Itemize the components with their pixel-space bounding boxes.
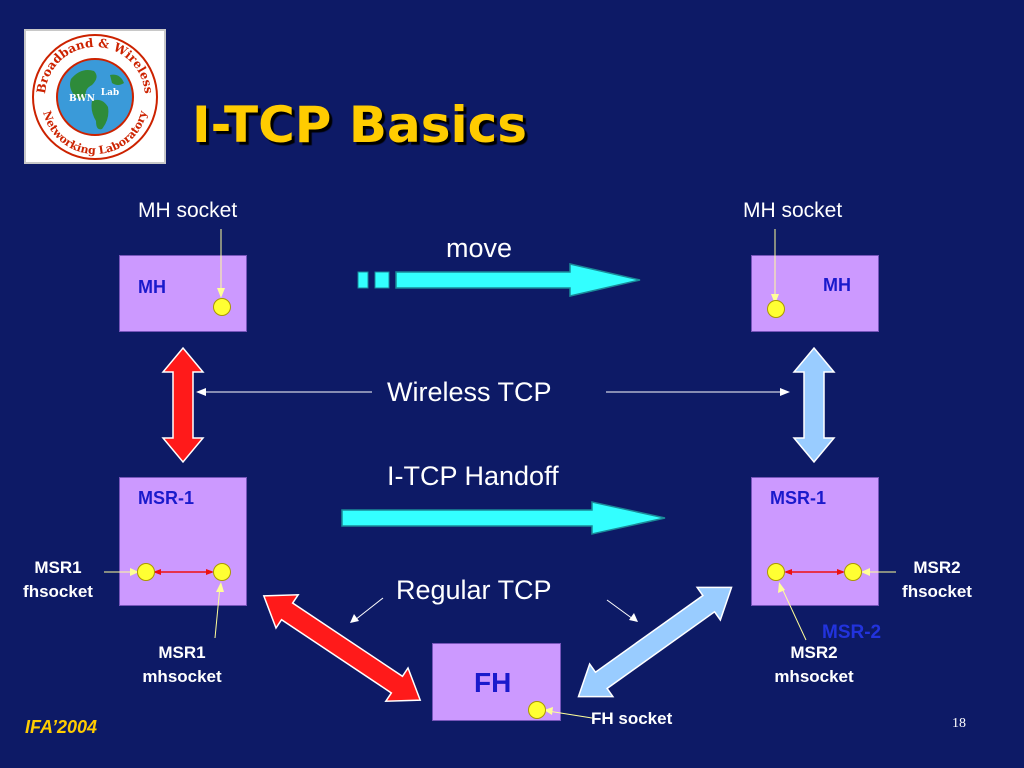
mh-box-left-label: MH <box>138 277 166 297</box>
wireless-tcp-left-arrowhead <box>196 388 206 396</box>
mh-box-right <box>751 255 879 332</box>
mh-box-right-label: MH <box>823 275 851 295</box>
fh-socket-pointer <box>547 710 593 719</box>
msr-box-right <box>751 477 879 606</box>
regular-tcp-left-arrowhead <box>350 614 359 623</box>
msr2-fhsocket-line1: MSR2 <box>913 558 961 577</box>
itcp-handoff-label: I-TCP Handoff <box>387 461 559 491</box>
regular-tcp-label: Regular TCP <box>396 575 552 605</box>
msr-box-right-label: MSR-1 <box>770 488 827 508</box>
fh-box-label: FH <box>474 667 512 698</box>
blue-vertical-arrow <box>792 346 836 464</box>
handoff-arrow <box>341 501 666 535</box>
move-dash-2 <box>374 271 390 289</box>
msr1-fhsocket-arrowhead <box>130 568 139 576</box>
fh-box <box>432 643 561 721</box>
footer-conference: IFA’2004 <box>25 717 98 737</box>
move-arrow <box>395 263 641 297</box>
regular-tcp-right-line <box>606 599 634 620</box>
msr1-fhsocket-line1: MSR1 <box>34 558 82 577</box>
msr-box-left <box>119 477 247 606</box>
fh-socket-dot <box>528 701 546 719</box>
wireless-tcp-label: Wireless TCP <box>387 377 552 407</box>
regular-tcp-right-arrowhead <box>629 613 638 622</box>
msr2-fhsocket-arrowhead <box>861 568 870 576</box>
msr2-mhsocket-line1: MSR2 <box>790 643 838 662</box>
msr1-link-head-right <box>206 569 214 575</box>
fh-socket-label: FH socket <box>591 709 673 728</box>
msr2-mhsocket-label: MSR2 mhsocket <box>758 641 870 689</box>
msr1-fhsocket-label: MSR1 fhsocket <box>8 556 108 604</box>
wireless-tcp-right-arrowhead <box>780 388 790 396</box>
msr1-mh-socket-dot <box>213 563 231 581</box>
msr2-link-head-left <box>784 569 792 575</box>
msr2-fhsocket-label: MSR2 fhsocket <box>886 556 988 604</box>
msr2-fh-socket-dot <box>844 563 862 581</box>
msr2-mhsocket-line2: mhsocket <box>774 667 854 686</box>
mh-socket-left-label: MH socket <box>138 199 238 222</box>
msr2-link-head-right <box>837 569 845 575</box>
blue-diagonal-arrow <box>577 586 733 698</box>
msr1-fh-socket-dot <box>137 563 155 581</box>
globe-logo-icon: Broadband & Wireless Networking Laborato… <box>32 34 158 160</box>
logo-center-left-text: BWN <box>69 94 95 104</box>
mh-socket-right-arrowhead <box>771 294 779 304</box>
msr1-mhsocket-line1: MSR1 <box>158 643 206 662</box>
move-dash-1 <box>357 271 369 289</box>
red-vertical-arrow <box>161 346 205 464</box>
logo-center-right-text: Lab <box>101 88 119 98</box>
msr1-mhsocket-label: MSR1 mhsocket <box>126 641 238 689</box>
page-number: 18 <box>952 716 966 731</box>
mh-right-socket-dot <box>767 300 785 318</box>
msr2-fhsocket-line2: fhsocket <box>902 582 972 601</box>
lab-logo: Broadband & Wireless Networking Laborato… <box>24 29 166 164</box>
msr2-mhsocket-pointer <box>780 585 807 641</box>
msr1-mhsocket-arrowhead <box>216 582 224 592</box>
msr2-mh-socket-dot <box>767 563 785 581</box>
msr1-mhsocket-line2: mhsocket <box>142 667 222 686</box>
slide-title: I-TCP Basics <box>192 96 528 154</box>
mh-socket-right-label: MH socket <box>743 199 843 222</box>
regular-tcp-left-line <box>354 597 384 621</box>
msr2-mhsocket-arrowhead <box>778 582 785 593</box>
msr1-mhsocket-pointer <box>214 585 221 639</box>
mh-left-socket-dot <box>213 298 231 316</box>
fh-socket-arrowhead <box>544 707 553 715</box>
msr1-fhsocket-line2: fhsocket <box>23 582 93 601</box>
msr-box-left-label: MSR-1 <box>138 488 195 508</box>
red-diagonal-arrow <box>262 593 422 703</box>
move-label: move <box>446 233 513 263</box>
mh-box-left <box>119 255 247 332</box>
mh-socket-left-arrowhead <box>217 288 225 298</box>
msr1-link-head-left <box>153 569 161 575</box>
msr2-faded-label: MSR-2 <box>822 622 882 643</box>
